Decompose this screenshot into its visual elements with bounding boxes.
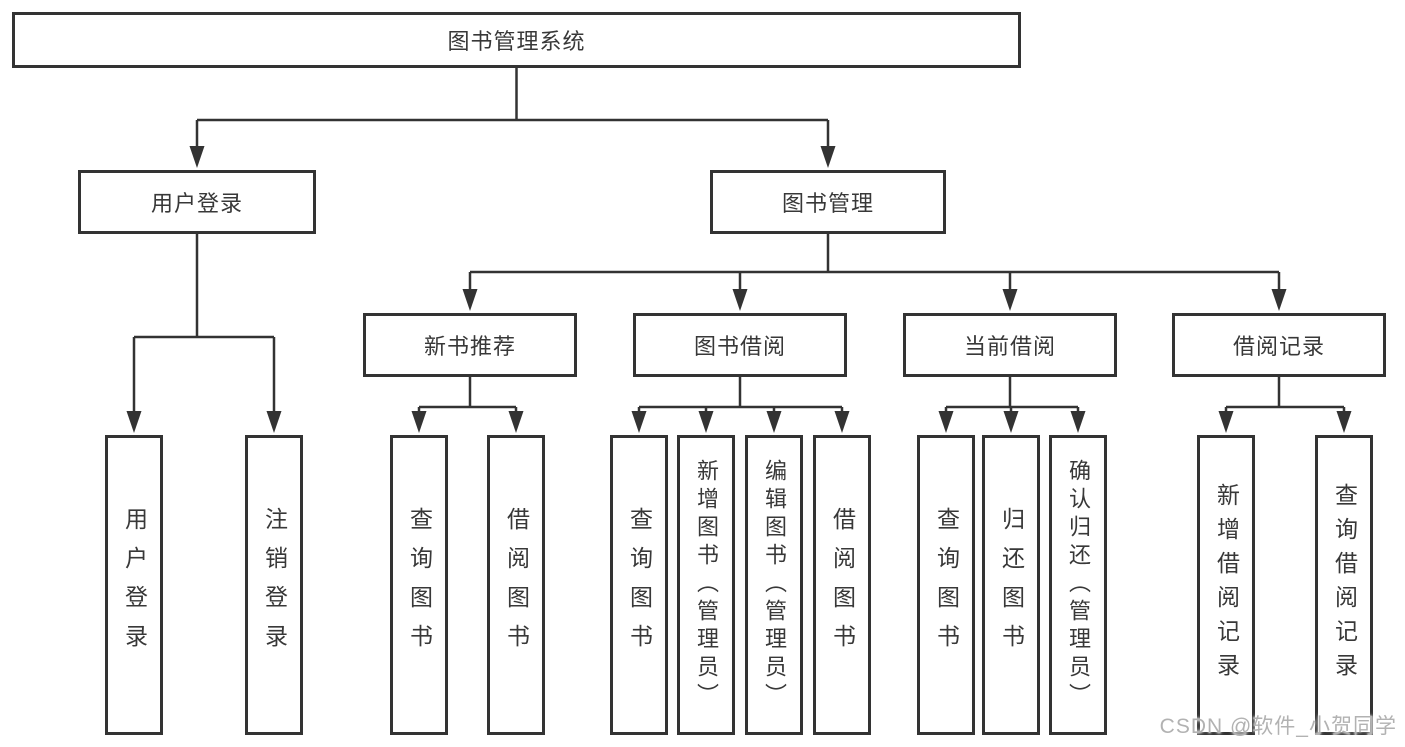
leaf-query-books-current: 查询图书 (917, 435, 975, 735)
node-book-management-label: 图书管理 (781, 191, 874, 216)
csdn-watermark: CSDN @软件_小贺同学 (1159, 715, 1397, 738)
leaf-edit-book-admin: 编辑图书（管理员） (745, 435, 803, 735)
leaf-logout: 注销登录 (245, 435, 303, 735)
leaf-query-books-borrowing-label: 查询图书 (626, 507, 653, 663)
leaf-user-login-label: 用户登录 (121, 507, 148, 663)
leaf-borrow-books-recommend: 借阅图书 (487, 435, 545, 735)
node-book-borrowing: 图书借阅 (633, 313, 847, 377)
node-system-root-label: 图书管理系统 (447, 29, 586, 54)
leaf-edit-book-admin-label: 编辑图书（管理员） (762, 459, 787, 711)
node-current-borrowing-label: 当前借阅 (963, 334, 1056, 359)
leaf-confirm-return-admin-label: 确认归还（管理员） (1066, 459, 1091, 711)
node-book-borrowing-label: 图书借阅 (693, 334, 786, 359)
leaf-add-book-admin: 新增图书（管理员） (677, 435, 735, 735)
leaf-query-borrow-record-label: 查询借阅记录 (1331, 483, 1358, 687)
leaf-add-borrow-record-label: 新增借阅记录 (1213, 483, 1240, 687)
node-user-login-label: 用户登录 (150, 191, 243, 216)
leaf-add-book-admin-label: 新增图书（管理员） (694, 459, 719, 711)
node-borrowing-records-label: 借阅记录 (1232, 334, 1325, 359)
node-current-borrowing: 当前借阅 (903, 313, 1117, 377)
node-borrowing-records: 借阅记录 (1172, 313, 1386, 377)
leaf-confirm-return-admin: 确认归还（管理员） (1049, 435, 1107, 735)
node-new-book-recommendation-label: 新书推荐 (423, 334, 516, 359)
leaf-query-books-current-label: 查询图书 (933, 507, 960, 663)
node-new-book-recommendation: 新书推荐 (363, 313, 577, 377)
leaf-borrow-books-borrowing: 借阅图书 (813, 435, 871, 735)
leaf-query-books-recommend: 查询图书 (390, 435, 448, 735)
leaf-query-borrow-record: 查询借阅记录 (1315, 435, 1373, 735)
leaf-user-login: 用户登录 (105, 435, 163, 735)
leaf-logout-label: 注销登录 (261, 507, 288, 663)
node-user-login: 用户登录 (78, 170, 316, 234)
leaf-add-borrow-record: 新增借阅记录 (1197, 435, 1255, 735)
leaf-query-books-recommend-label: 查询图书 (406, 507, 433, 663)
node-system-root: 图书管理系统 (12, 12, 1021, 68)
node-book-management: 图书管理 (710, 170, 946, 234)
leaf-return-book-label: 归还图书 (998, 507, 1025, 663)
leaf-return-book: 归还图书 (982, 435, 1040, 735)
leaf-borrow-books-borrowing-label: 借阅图书 (829, 507, 856, 663)
arrowheads (126, 146, 1352, 433)
leaf-borrow-books-recommend-label: 借阅图书 (503, 507, 530, 663)
leaf-query-books-borrowing: 查询图书 (610, 435, 668, 735)
